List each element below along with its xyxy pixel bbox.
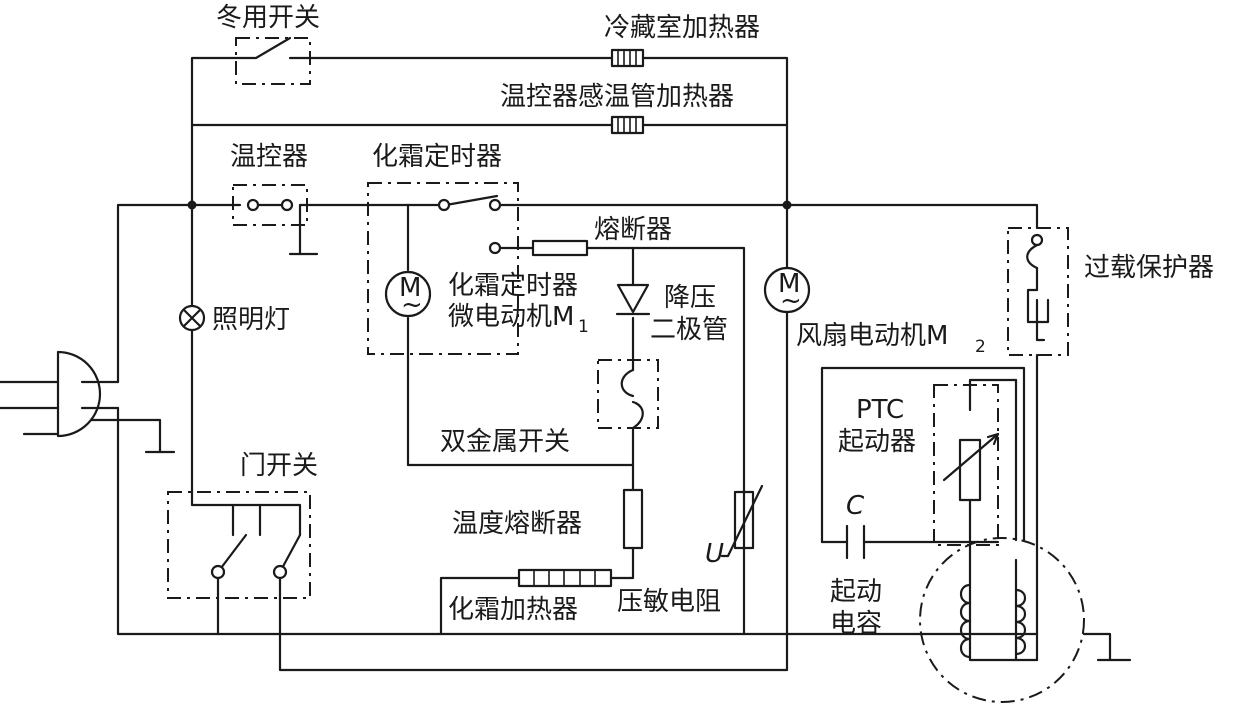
diode-label-2: 二极管 [650,315,728,345]
diode-symbol [615,283,651,316]
capacitor-label-2: 电容 [830,609,882,639]
fan-motor-label-sub: 2 [975,337,986,357]
fan-motor-label: 风扇电动机M [796,321,948,351]
fan-motor-letter: M [778,269,800,299]
thermostat-label: 温控器 [230,142,308,172]
thermo-tube-heater-label: 温控器感温管加热器 [500,82,734,112]
timer-motor-symbol: M ~ [384,270,432,320]
door-switch [167,491,311,599]
capacitor-symbol-letter: C [846,491,865,521]
overload-label: 过载保护器 [1084,253,1214,283]
defrost-heater-label: 化霜加热器 [448,595,578,625]
timer-motor-label-sub: 1 [578,317,589,337]
temp-fuse-symbol [622,488,644,550]
varistor-symbol-letter: U [705,539,724,569]
fan-motor-symbol: M ~ [763,266,811,316]
timer-motor-wave: ~ [401,290,423,320]
door-switch-label: 门开关 [240,451,318,481]
bimetal-switch [597,359,659,430]
ptc-label-1: PTC [856,395,904,425]
ptc-label-2: 起动器 [838,427,916,457]
lamp-symbol [178,304,206,332]
lamp-label: 照明灯 [212,305,290,335]
fan-motor-wave: ~ [780,286,802,316]
diode-label-1: 降压 [664,283,716,313]
capacitor-label-1: 起动 [830,577,882,607]
varistor-symbol [720,484,764,558]
overload-protector [1007,227,1069,356]
temp-fuse-label: 温度熔断器 [452,509,582,539]
fuse-symbol [531,239,589,257]
timer-motor-label-1: 化霜定时器 [448,271,578,301]
defrost-timer-label: 化霜定时器 [372,142,502,172]
junction-dots [187,200,792,210]
timer-motor-letter: M [399,273,421,303]
winter-switch [235,36,312,85]
start-capacitor [845,524,866,560]
bimetal-label: 双金属开关 [440,427,570,457]
defrost-heater-symbol [517,568,613,588]
timer-motor-label-2: 微电动机M [448,302,574,332]
compressor-motor [919,537,1132,703]
thermo-tube-heater-symbol [610,115,645,135]
fuse-label: 熔断器 [594,215,672,245]
fridge-heater-symbol [610,48,645,68]
plug-symbol [0,350,176,454]
winter-switch-label: 冬用开关 [216,3,320,33]
thermostat-switch [232,184,308,226]
ptc-starter [933,384,1000,546]
varistor-label: 压敏电阻 [617,587,721,617]
fridge-heater-label: 冷藏室加热器 [604,13,760,43]
defrost-timer-box [367,182,519,355]
